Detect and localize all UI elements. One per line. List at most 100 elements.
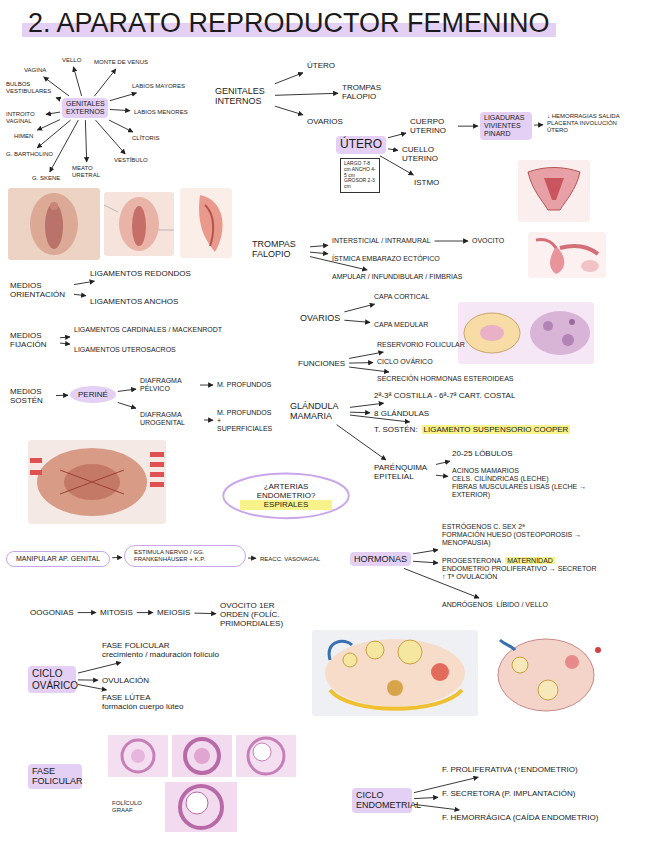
node-text: OVOCITO 1ER ORDEN (FOLÍC. PRIMORDIALES) <box>220 601 302 629</box>
node-text: LIGADURAS VIVIENTES PINARD <box>484 114 528 138</box>
term: ÚTERO <box>305 60 337 71</box>
term: OVARIOS <box>305 116 345 127</box>
term: OVOCITO <box>470 236 506 246</box>
arrow-connector <box>78 679 98 680</box>
term: FUNCIONES <box>296 358 347 369</box>
node-text: MEDIOS FIJACIÓN <box>10 331 56 349</box>
tubes-drawing <box>528 232 606 278</box>
arrow-connector <box>56 395 68 396</box>
term: MONTE DE VENUS <box>92 58 150 67</box>
node-text: GLÁNDULA MAMARIA <box>290 401 346 422</box>
node-text: G. SKENE <box>32 175 60 182</box>
term: 20-25 LÓBULOS <box>450 448 514 459</box>
node-text: PARÉNQUIMA EPITELIAL <box>374 463 432 481</box>
node-text: LABIOS MENORES <box>134 109 188 116</box>
node-text: TROMPAS FALOPIO <box>342 83 400 101</box>
node-text: M. PROFUNDOS <box>217 381 271 389</box>
arrow-connector <box>78 612 96 613</box>
node-text: OVULACIÓN <box>102 676 149 685</box>
node-text: F. SECRETORA (P. IMPLANTACIÓN) <box>442 789 575 798</box>
node-text: LIGAMENTOS REDONDOS <box>90 269 191 278</box>
term: AMPULAR / INFUNDIBULAR / FIMBRIAS <box>330 272 464 282</box>
vulva-drawing <box>104 192 174 256</box>
node-text: HIMEN <box>14 133 33 140</box>
term: GENITALES INTERNOS <box>213 85 273 108</box>
node-text: GENITALES EXTERNOS <box>66 100 104 116</box>
term: CLÍTORIS <box>130 134 162 143</box>
term: REACC. VASOVAGAL <box>258 555 322 564</box>
term: CICLO OVÁRICO <box>375 357 435 367</box>
arrow-connector <box>350 403 384 407</box>
term: F. SECRETORA (P. IMPLANTACIÓN) <box>440 788 577 799</box>
node-text: ↓ HEMORRAGIAS SALIDA PLACENTA INVOLUCIÓN… <box>547 113 627 134</box>
term: OVARIOS <box>298 312 342 324</box>
arrow-connector <box>344 320 370 322</box>
pill-box: ESTIMULA NERVIO / GG. FRANKENHÄUSER + K.… <box>124 545 246 567</box>
node-text: T. SOSTÉN: <box>374 425 418 434</box>
arrow-connector <box>37 120 60 130</box>
arrow-connector <box>109 120 133 132</box>
arrow-connector <box>349 362 373 363</box>
arrow-connector <box>413 550 438 554</box>
term: RESERVORIO FOLICULAR <box>375 340 467 350</box>
term: INTERSTICIAL / INTRAMURAL <box>330 236 433 246</box>
node-text: crecimiento / maduración folículo <box>102 650 238 659</box>
term: VELLO <box>60 56 83 65</box>
term: OVOCITO 1ER ORDEN (FOLÍC. PRIMORDIALES) <box>218 600 304 630</box>
term: M. PROFUNDOS <box>215 380 273 390</box>
measure-box: LARGO 7-8 cm ANCHO 4-5 cm GROSOR 2-3 cm <box>340 158 380 193</box>
term: ANDRÓGENOSLÍBIDO / VELLO <box>440 600 554 610</box>
arrow-connector <box>414 804 459 810</box>
highlighted-term: CICLO OVÁRICO <box>28 666 76 693</box>
arrow-connector <box>435 241 468 242</box>
term: HIMEN <box>12 132 35 141</box>
node-text: F. PROLIFERATIVA (↑ENDOMETRIO) <box>442 765 578 774</box>
node-text: ↑ Tª OVULACIÓN <box>442 573 622 581</box>
arrow-connector <box>74 294 86 295</box>
node-text: FASE FOLICULAR <box>102 641 238 650</box>
node-text: OOGONIAS <box>30 608 74 617</box>
node-text: ENDOMETRIO PROLIFERATIVO → SECRETOR <box>442 565 622 573</box>
term: CAPA CORTICAL <box>372 292 431 302</box>
arrow-connector <box>112 557 122 558</box>
term: VAGINA <box>22 66 48 75</box>
node-text: ISTMO <box>414 178 439 187</box>
arrow-connector <box>204 419 213 420</box>
node-text: OVARIOS <box>307 117 343 126</box>
term: FASE LÚTEAformación cuerpo lúteo <box>100 692 240 712</box>
node-text: CELS. CILÍNDRICAS (LECHE) <box>452 475 588 483</box>
term: ACINOS MAMARIOSCELS. CILÍNDRICAS (LECHE)… <box>450 466 590 500</box>
term: MEDIOS SOSTÉN <box>8 386 54 406</box>
term: LABIOS MENORES <box>132 108 190 117</box>
arrow-connector <box>74 281 94 284</box>
arrow-connector <box>349 367 389 372</box>
sagittal-section <box>180 188 232 258</box>
node-text: DIAFRAGMA UROGENITAL <box>140 411 200 427</box>
ellipse-outline <box>223 473 348 518</box>
ovary-section-drawing <box>490 630 602 718</box>
term: MITOSIS <box>98 607 135 618</box>
node-text: ACINOS MAMARIOS <box>452 467 588 475</box>
arrow-connector <box>248 558 256 559</box>
node-text: MEDIOS ORIENTACIÓN <box>10 281 70 299</box>
node-text: ÍSTMICA EMBARAZO ECTÓPICO <box>332 255 440 263</box>
arrow-connector <box>110 93 137 101</box>
node-text: FUNCIONES <box>298 359 345 368</box>
term: M. PROFUNDOS + SUPERFICIALES <box>215 408 277 434</box>
arrow-connector <box>85 120 86 162</box>
term: OOGONIAS <box>28 607 76 618</box>
highlighted-term: CICLO ENDOMETRIAL <box>352 788 412 813</box>
arrow-connector <box>310 252 328 254</box>
arrow-connector <box>56 98 60 99</box>
node-text: ESTRÓGENOS C. SEX 2ª <box>442 523 614 531</box>
node-text: CAPA MEDULAR <box>374 321 428 329</box>
node-text: FASE LÚTEA <box>102 693 238 702</box>
term: LIGAMENTOS CARDINALES / MACKENRODT <box>72 325 224 335</box>
arrow-connector <box>349 352 383 358</box>
perineum-drawing <box>28 440 166 524</box>
node-text: PROGESTERONA <box>442 557 501 564</box>
node-text: LIGAMENTOS CARDINALES / MACKENRODT <box>74 326 222 334</box>
arrow-connector <box>275 73 303 84</box>
highlighted-term: HORMONAS <box>350 552 411 566</box>
